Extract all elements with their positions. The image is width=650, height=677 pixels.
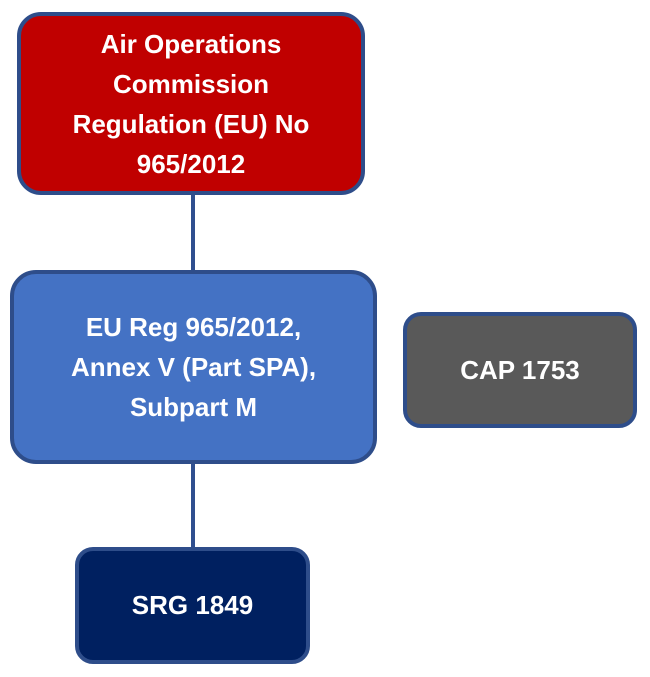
node-srg-1849: SRG 1849 [75,547,310,664]
node-part-spa-subpart-m: EU Reg 965/2012, Annex V (Part SPA), Sub… [10,270,377,464]
node-cap-1753: CAP 1753 [403,312,637,428]
connector-root-to-subpart [191,195,195,270]
node-cap-1753-label: CAP 1753 [460,354,580,385]
connector-subpart-to-srg [191,464,195,547]
node-air-operations-regulation: Air Operations Commission Regulation (EU… [17,12,365,195]
node-srg-1849-label: SRG 1849 [131,590,254,620]
node-air-operations-regulation-label: Air Operations Commission Regulation (EU… [72,28,310,179]
node-part-spa-subpart-m-label: EU Reg 965/2012, Annex V (Part SPA), Sub… [70,312,317,422]
